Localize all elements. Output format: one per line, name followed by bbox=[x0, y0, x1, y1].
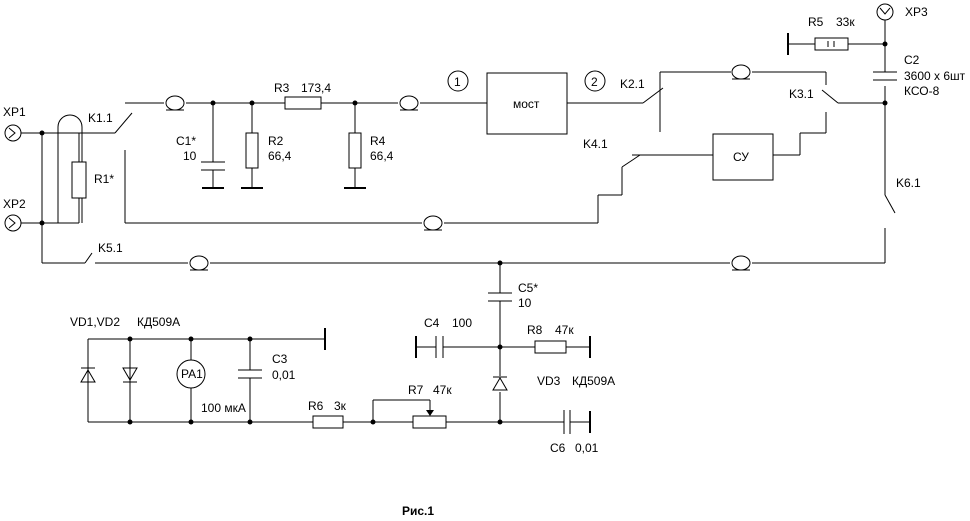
capacitor-c4 bbox=[435, 336, 444, 358]
figure-caption: Рис.1 bbox=[402, 504, 434, 518]
r2-label: R2 bbox=[268, 134, 284, 148]
connector-xp3: XP3 bbox=[876, 3, 928, 21]
node-2: 2 bbox=[584, 70, 606, 92]
pa1-label: PA1 bbox=[181, 367, 203, 381]
node-1: 1 bbox=[447, 70, 469, 92]
r8-label: R8 bbox=[527, 323, 543, 337]
vd3-label: VD3 bbox=[537, 374, 561, 388]
r7-label: R7 bbox=[408, 383, 424, 397]
xp2-label: XP2 bbox=[3, 197, 26, 211]
c2-label: C2 bbox=[904, 53, 920, 67]
capacitor-c5 bbox=[488, 292, 512, 302]
resistor-r1 bbox=[71, 161, 87, 199]
capacitor-c1 bbox=[201, 161, 225, 171]
r6-value: 3к bbox=[334, 399, 347, 413]
resistor-r2 bbox=[245, 132, 259, 169]
meter-pa1 bbox=[176, 359, 206, 389]
resistor-r5 bbox=[814, 37, 849, 51]
c2-type: КСО-8 bbox=[904, 84, 940, 98]
control-unit-label: СУ bbox=[733, 150, 749, 164]
r7-value: 47к bbox=[433, 383, 452, 397]
resistor-r3 bbox=[284, 96, 322, 110]
potentiometer-r7 bbox=[412, 410, 447, 429]
node-2-label: 2 bbox=[591, 75, 598, 89]
r3-label: R3 bbox=[274, 81, 290, 95]
r4-label: R4 bbox=[370, 134, 386, 148]
capacitor-c3 bbox=[238, 369, 262, 379]
connector-xp2: XP2 bbox=[3, 197, 26, 232]
k41-label: K4.1 bbox=[583, 137, 608, 151]
diode-vd1 bbox=[80, 367, 96, 383]
bridge-label: мост bbox=[513, 97, 540, 111]
r5-label: R5 bbox=[808, 15, 824, 29]
capacitor-c6 bbox=[563, 410, 571, 434]
r1-label: R1* bbox=[94, 172, 114, 186]
k21-label: K2.1 bbox=[620, 77, 645, 91]
k51-label: K5.1 bbox=[98, 241, 123, 255]
r5-value: 33к bbox=[836, 15, 855, 29]
c4-label: C4 bbox=[424, 316, 440, 330]
diode-vd3 bbox=[492, 376, 508, 391]
c5-label: C5* bbox=[518, 281, 538, 295]
node-1-label: 1 bbox=[454, 75, 461, 89]
pa1-value: 100 мкА bbox=[201, 401, 246, 415]
resistor-r8 bbox=[534, 340, 567, 354]
c6-value: 0,01 bbox=[575, 441, 599, 455]
resistor-r4 bbox=[348, 132, 362, 169]
c6-label: C6 bbox=[550, 441, 566, 455]
bridge-block bbox=[486, 72, 568, 135]
k61-label: K6.1 bbox=[896, 176, 921, 190]
r2-value: 66,4 bbox=[268, 149, 292, 163]
diode-vd2 bbox=[122, 367, 138, 383]
xp1-label: XP1 bbox=[3, 105, 26, 119]
k11-label: K1.1 bbox=[88, 111, 113, 125]
connector-xp1: XP1 bbox=[3, 105, 26, 142]
c3-label: C3 bbox=[272, 352, 288, 366]
control-unit-block bbox=[712, 133, 774, 181]
resistor-r6 bbox=[312, 415, 344, 429]
c1-label: C1* bbox=[176, 134, 196, 148]
r3-value: 173,4 bbox=[301, 81, 331, 95]
junctions bbox=[39, 41, 888, 425]
c4-value: 100 bbox=[452, 316, 472, 330]
vd3-type: КД509А bbox=[572, 374, 615, 388]
c5-value: 10 bbox=[518, 296, 532, 310]
c1-value: 10 bbox=[183, 149, 197, 163]
ground-symbols bbox=[202, 33, 789, 433]
c3-value: 0,01 bbox=[272, 368, 296, 382]
shield-loop bbox=[57, 114, 83, 223]
wiring bbox=[21, 20, 896, 423]
xp3-label: XP3 bbox=[905, 5, 928, 19]
r6-label: R6 bbox=[308, 399, 324, 413]
c2-value: 3600 x 6шт bbox=[904, 69, 966, 83]
k31-label: K3.1 bbox=[789, 87, 814, 101]
capacitor-c2 bbox=[873, 71, 897, 81]
vd12-label: VD1,VD2 bbox=[70, 315, 120, 329]
r4-value: 66,4 bbox=[370, 149, 394, 163]
vd12-type: КД509А bbox=[137, 315, 180, 329]
cable-markers bbox=[165, 64, 751, 271]
r8-value: 47к bbox=[555, 323, 574, 337]
